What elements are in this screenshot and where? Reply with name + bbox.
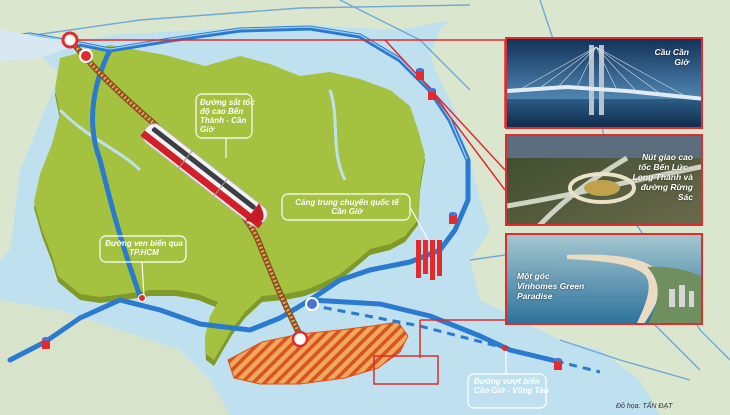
resort-photo xyxy=(507,235,701,323)
highspeed-rail-label: Đường sắt tốc độ cao Bến Thành - Cần Giờ xyxy=(200,98,255,134)
label-leaders xyxy=(141,138,507,374)
graphic-credit: Đồ họa: TẤN ĐẠT xyxy=(616,403,673,410)
reclamation-highlight-box xyxy=(373,355,439,385)
junction-markers xyxy=(42,68,562,370)
photo-panel-interchange: Nút giao cao tốc Bến Lức - Long Thành và… xyxy=(505,134,703,226)
transshipment-port-label: Cảng trung chuyển quốc tế Cần Giờ xyxy=(295,198,399,216)
callout-connectors xyxy=(74,39,506,358)
interchange-caption: Nút giao cao tốc Bến Lức - Long Thành và… xyxy=(632,152,693,202)
background-land-west xyxy=(0,55,60,260)
coastal-road-label: Đường ven biển qua TP.HCM xyxy=(105,239,183,257)
resort-caption: Một góc Vinhomes Green Paradise xyxy=(517,271,585,301)
background-land-southwest xyxy=(0,300,230,415)
ben-thanh-station xyxy=(61,31,93,63)
background-land-north xyxy=(0,0,470,60)
sea-bridge-label: Đường vượt biển Cần Giờ - Vũng Tàu xyxy=(474,377,549,395)
port-piers xyxy=(416,240,442,280)
rivers xyxy=(58,89,347,181)
interchange-photo xyxy=(507,136,701,224)
photo-panel-resort: Một góc Vinhomes Green Paradise xyxy=(505,233,703,325)
saigon-river xyxy=(0,30,80,62)
road-dots xyxy=(138,294,508,351)
bridge-caption: Cầu Cần Giờ xyxy=(654,47,689,67)
bridge-photo xyxy=(507,39,701,127)
photo-panel-bridge: Cầu Cần Giờ xyxy=(505,37,703,129)
train-illustration xyxy=(140,123,268,229)
reclamation-zone xyxy=(227,321,409,385)
